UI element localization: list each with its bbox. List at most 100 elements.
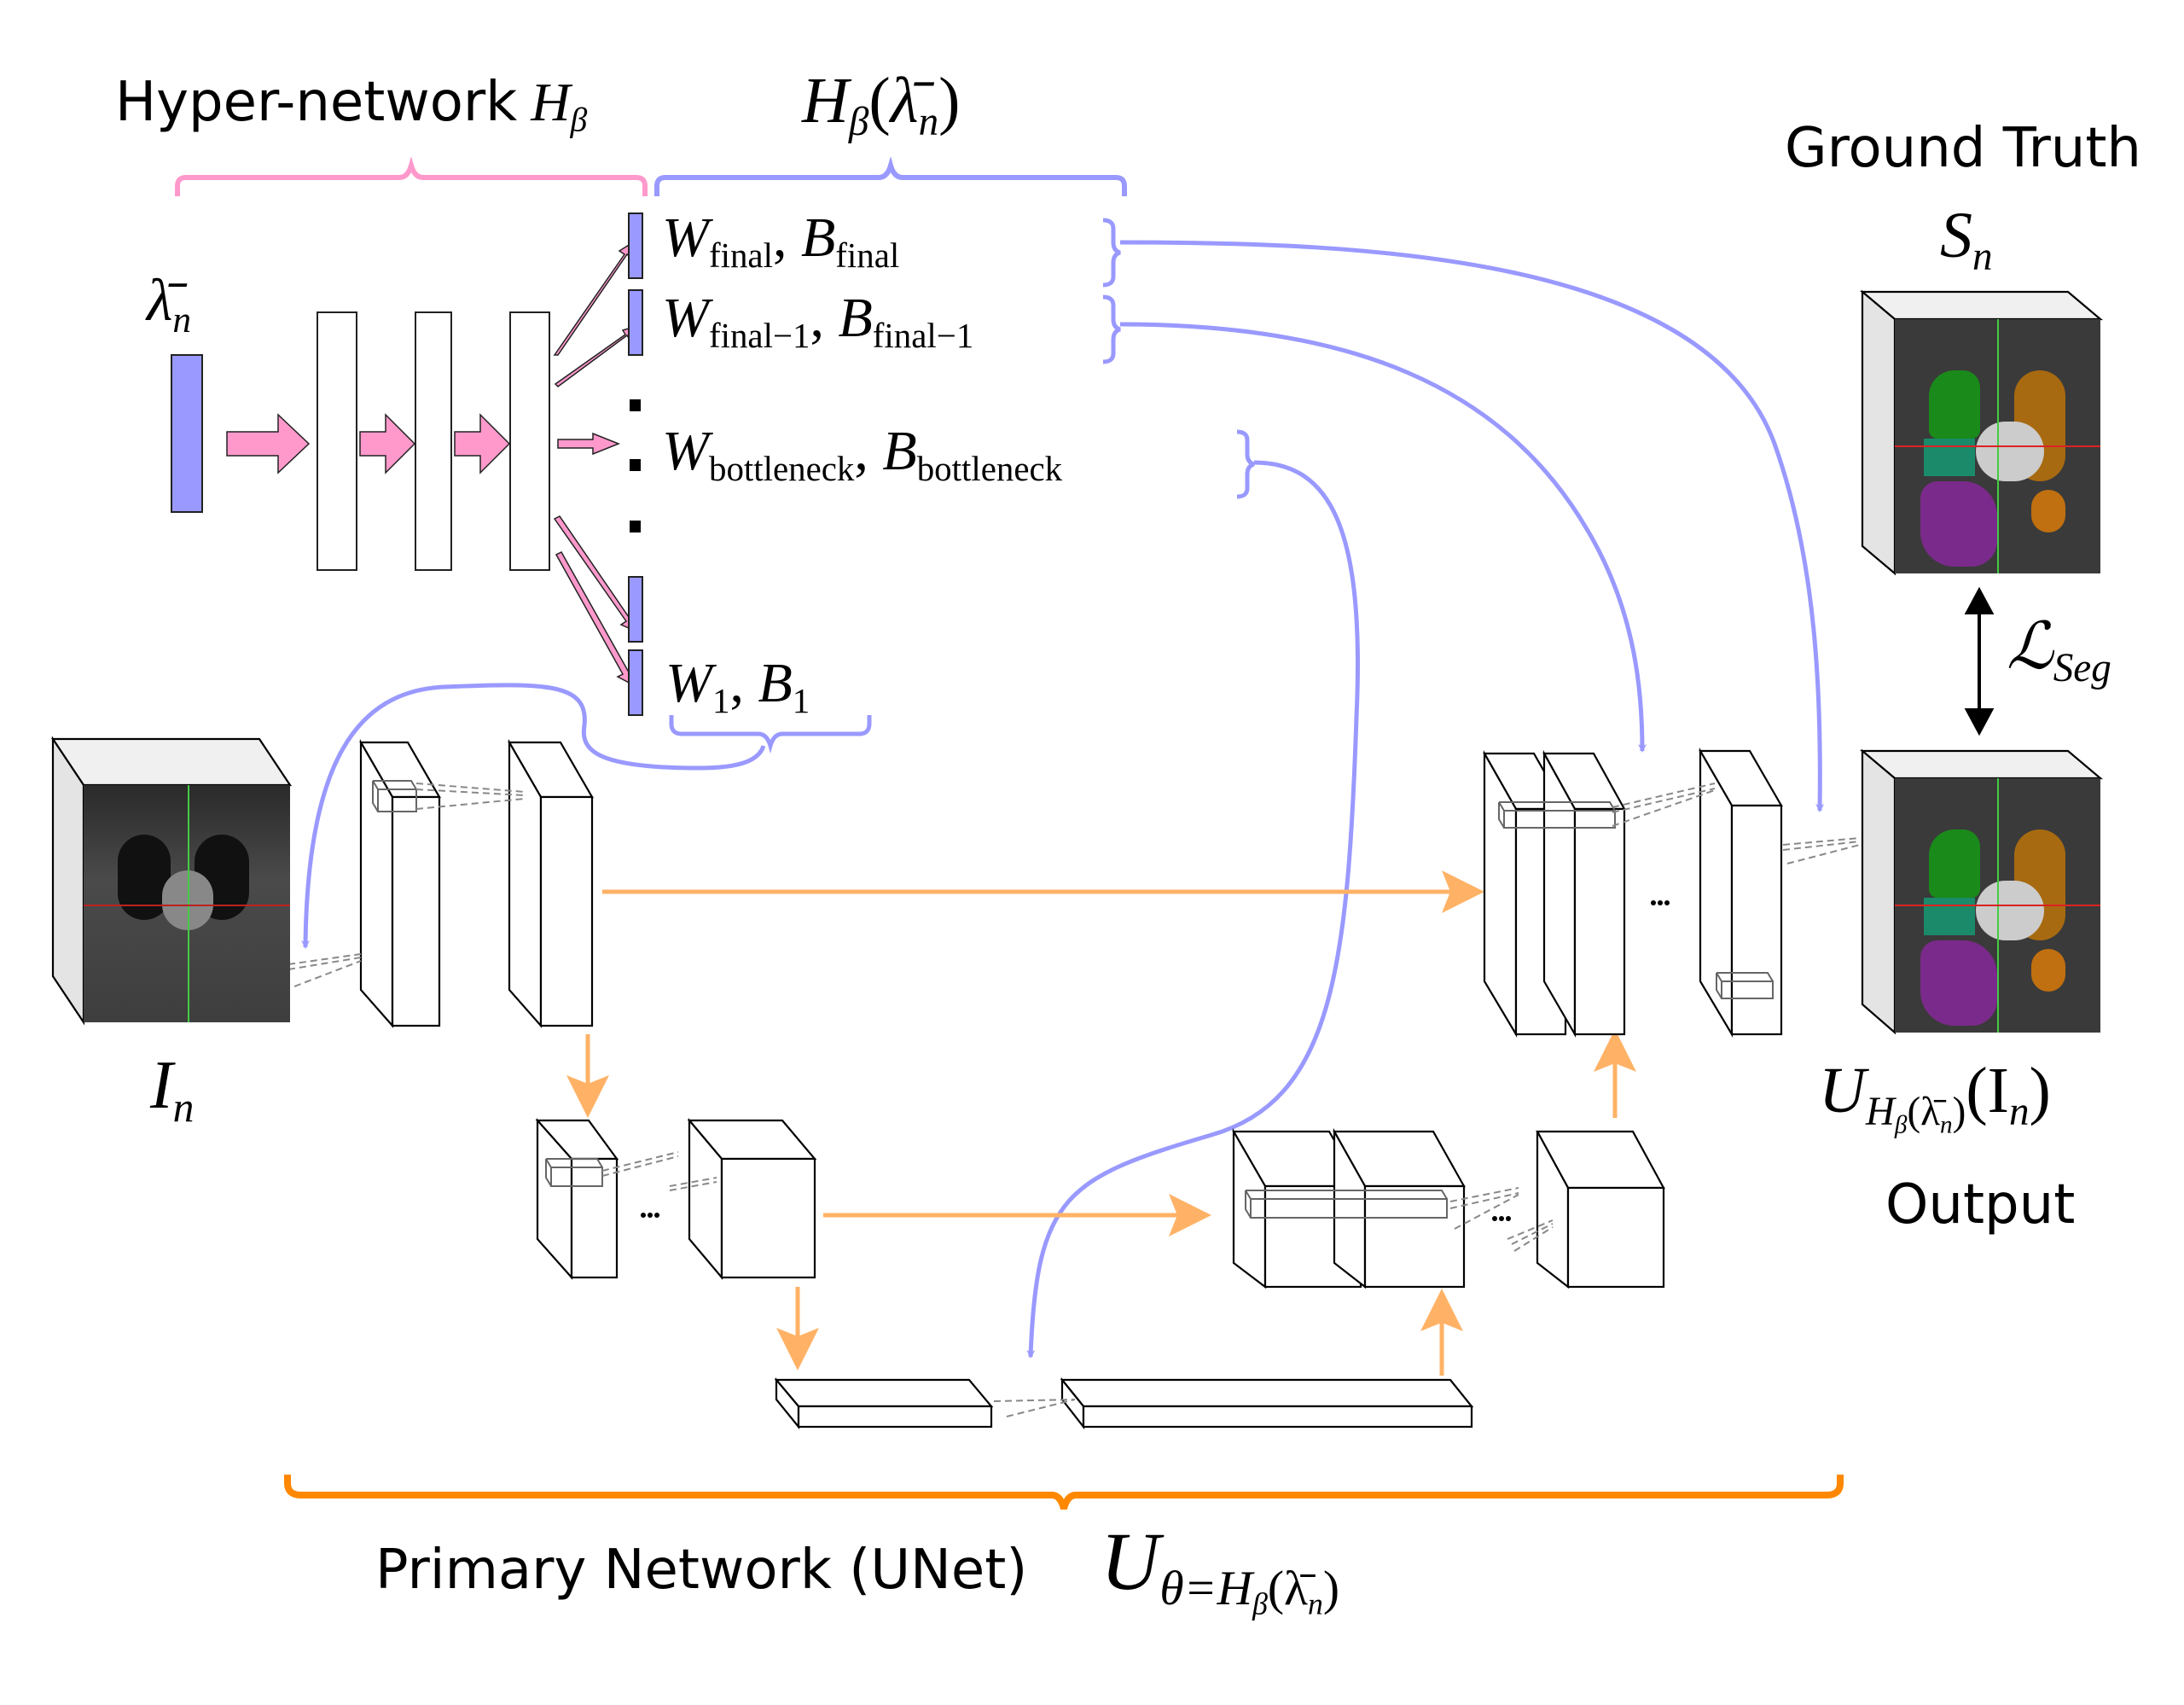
weight-label-bottleneck: Wbottleneck, Bbottleneck	[662, 420, 1063, 489]
lambda-symbol: λ̄	[147, 268, 173, 334]
w-sub: final	[708, 236, 773, 276]
b-symbol: B	[838, 287, 873, 349]
kernel-enc3	[545, 1158, 603, 1187]
b-symbol: B	[758, 652, 793, 714]
vdot-3	[630, 521, 641, 532]
seg-heart	[1976, 422, 2044, 481]
input-sub: n	[172, 1083, 195, 1131]
hypernet-layer-2	[415, 311, 452, 571]
output-close: )	[1952, 1090, 1966, 1135]
hyper-output-arg: λ̄	[890, 65, 919, 137]
lambda-vector	[171, 354, 203, 513]
hyper-output-brace	[654, 156, 1127, 196]
bottleneck-block-2	[1060, 1376, 1474, 1430]
brace-bottleneck	[1236, 429, 1255, 499]
encoder-block-4	[687, 1117, 817, 1281]
seg-liver	[1920, 481, 1997, 567]
seg-teal	[1924, 898, 1975, 935]
ground-truth-symbol: Sn	[1940, 203, 1993, 277]
output-tail-close: )	[2029, 1055, 2051, 1126]
primary-arg: (λ̄	[1267, 1562, 1308, 1616]
weight-vector-final	[628, 212, 643, 279]
primary-sub: θ=H	[1159, 1562, 1253, 1616]
gt-seg-image	[1895, 319, 2100, 573]
input-symbol: I	[150, 1048, 173, 1123]
weight-label-final: Wfinal, Bfinal	[662, 207, 900, 276]
ellipsis-dots	[641, 900, 1670, 1221]
hypernet-title-text: Hyper-network	[115, 71, 518, 134]
kernel-enc1	[372, 780, 417, 812]
seg-lung-green	[1929, 370, 1980, 439]
hypernet-brace	[175, 156, 648, 196]
lambda-label: λ̄n	[147, 271, 191, 339]
primary-network-label: Primary Network (UNet)	[375, 1539, 1028, 1602]
b-sub: bottleneck	[916, 450, 1063, 489]
pink-arrow-1	[226, 413, 311, 474]
crosshair-h	[84, 905, 290, 906]
b-sub: final−1	[872, 317, 974, 356]
output-seg-image	[1895, 778, 2100, 1033]
b-symbol: B	[800, 207, 836, 269]
curve-bottleneck	[1026, 460, 1360, 1359]
w-sub: 1	[712, 682, 730, 721]
pink-arrow-mid	[557, 432, 621, 456]
brace-final	[1102, 218, 1121, 288]
hypernet-symbol: H	[531, 72, 571, 132]
ground-truth-title: Ground Truth	[1785, 117, 2141, 180]
output-arg: (λ̄	[1907, 1090, 1940, 1135]
b-symbol: B	[882, 420, 917, 482]
input-ct-image	[84, 785, 290, 1022]
hypernet-title: Hyper-network Hβ	[115, 75, 587, 137]
decoder-block-6	[1699, 747, 1783, 1038]
output-h: H	[1865, 1090, 1895, 1135]
b-sub: 1	[792, 682, 810, 721]
unet-blocks	[359, 738, 1783, 1430]
pink-arrow-2	[359, 413, 416, 474]
loss-label: ℒSeg	[2007, 614, 2111, 689]
output-label: Output	[1885, 1173, 2076, 1237]
seg-lung-green	[1929, 829, 1980, 898]
crosshair-h	[1895, 445, 2100, 447]
output-beta: β	[1894, 1111, 1908, 1139]
decoder-block-3	[1536, 1130, 1665, 1289]
seg-liver	[1920, 940, 1997, 1026]
weight-vector-final-1	[628, 289, 643, 356]
output-tail: (I	[1966, 1055, 2009, 1126]
hyper-output-sub: β	[848, 100, 869, 145]
s-symbol: S	[1940, 200, 1972, 271]
w-symbol: W	[665, 652, 712, 714]
b-sub: final	[835, 236, 900, 276]
encoder-block-3	[535, 1118, 619, 1280]
w-sub: final−1	[708, 317, 810, 356]
s-sub: n	[1972, 235, 1993, 280]
hypernet-layer-3	[509, 311, 550, 571]
primary-beta: β	[1252, 1586, 1268, 1621]
hypernet-layer-1	[317, 311, 357, 571]
primary-network-formula: Uθ=Hβ(λ̄n)	[1101, 1521, 1339, 1621]
projection-lines	[288, 783, 1861, 1417]
primary-arg-sub: n	[1307, 1586, 1323, 1621]
brace-final-1	[1102, 294, 1121, 364]
w-symbol: W	[662, 207, 709, 269]
hyper-output-title: Hβ(λ̄n)	[802, 65, 961, 145]
output-formula: UHβ(λ̄n)(In)	[1819, 1058, 2051, 1138]
hypernet-symbol-sub: β	[570, 101, 588, 139]
lambda-sub: n	[172, 299, 192, 340]
seg-teal	[1924, 439, 1975, 476]
weight-label-final-1: Wfinal−1, Bfinal−1	[662, 287, 974, 356]
pink-arrows	[226, 241, 639, 686]
kernel-dec1	[1245, 1190, 1448, 1219]
hyper-output-arg-sub: n	[918, 100, 939, 145]
crosshair-v	[188, 785, 189, 1022]
curve-w1-to-encoder	[301, 683, 766, 949]
bottleneck-block-1	[774, 1376, 994, 1430]
decoder-block-5	[1542, 749, 1626, 1039]
weight-vector-w1	[628, 649, 643, 716]
primary-close: )	[1322, 1562, 1340, 1616]
weight-label-w1: W1, B1	[665, 652, 810, 721]
w-symbol: W	[662, 420, 709, 482]
seg-kidney	[2031, 490, 2065, 532]
curve-final-1-to-decoder	[1119, 322, 1647, 753]
hyper-output-symbol: H	[802, 65, 849, 137]
